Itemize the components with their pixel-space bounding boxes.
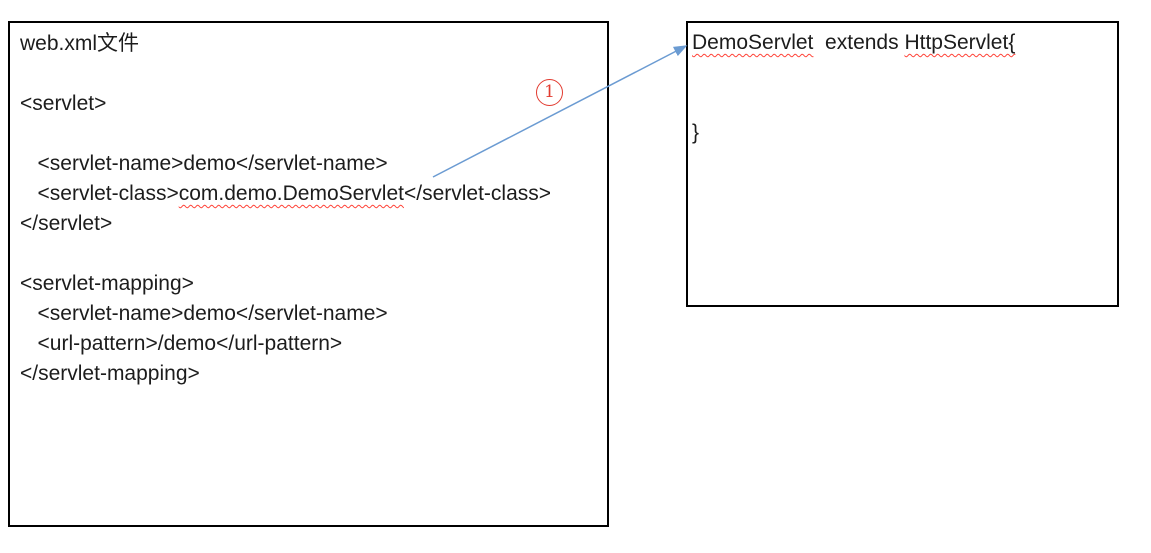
class-declaration-line: DemoServlet extends HttpServlet{ — [692, 28, 1113, 58]
xml-servlet-class-line: <servlet-class>com.demo.DemoServlet</ser… — [20, 179, 597, 209]
xml-servlet-mapping-open-tag: <servlet-mapping> — [20, 272, 194, 295]
xml-servlet-open-tag: <servlet> — [20, 92, 107, 115]
xml-url-pattern-line: <url-pattern>/demo</url-pattern> — [20, 332, 343, 355]
blank-line — [20, 239, 597, 269]
class-name: DemoServlet — [692, 31, 814, 54]
blank-line — [20, 59, 597, 89]
xml-mapping-servlet-name-line: <servlet-name>demo</servlet-name> — [20, 302, 388, 325]
xml-servlet-mapping-close-tag: </servlet-mapping> — [20, 362, 200, 385]
xml-servlet-close-tag: </servlet> — [20, 212, 113, 235]
step-1-badge: 1 — [536, 79, 563, 106]
servlet-class-open-tag: <servlet-class> — [20, 182, 179, 205]
webxml-box: web.xml文件 <servlet> <servlet-name>demo</… — [8, 21, 609, 527]
blank-line — [20, 119, 597, 149]
servlet-class-value: com.demo.DemoServlet — [178, 182, 404, 205]
superclass-name: HttpServlet{ — [904, 31, 1016, 54]
step-number: 1 — [544, 82, 555, 102]
xml-servlet-name-line: <servlet-name>demo</servlet-name> — [20, 152, 388, 175]
extends-keyword: extends — [813, 31, 905, 54]
java-class-box: DemoServlet extends HttpServlet{ } — [686, 21, 1119, 307]
blank-line — [692, 58, 1113, 88]
closing-brace: } — [692, 121, 700, 144]
blank-line — [692, 88, 1113, 118]
webxml-title: web.xml文件 — [20, 32, 140, 55]
servlet-class-close-tag: </servlet-class> — [403, 182, 552, 205]
